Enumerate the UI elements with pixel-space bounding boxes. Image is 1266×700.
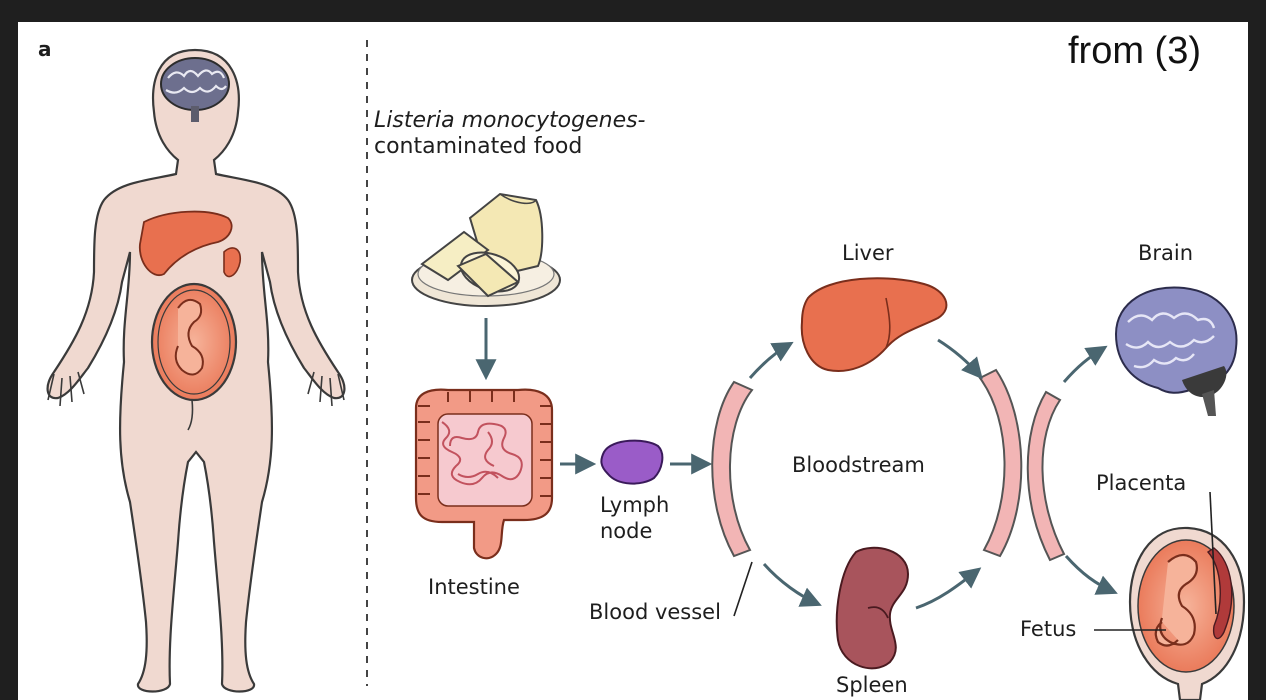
blood-vessel-label: Blood vessel — [589, 599, 721, 625]
lymph-node-label-line1: Lymph — [600, 492, 669, 518]
panel-label: a — [38, 37, 52, 62]
arrow-liver-to-right — [938, 340, 980, 376]
lymph-node-label-line2: node — [600, 518, 669, 544]
bloodstream-label: Bloodstream — [792, 452, 925, 478]
spleen-label: Spleen — [836, 672, 908, 698]
source-note: from (3) — [1068, 28, 1201, 76]
brain-icon — [1116, 287, 1236, 416]
brain-label: Brain — [1138, 240, 1193, 266]
arrow-spleen-to-right — [916, 570, 978, 608]
arrow-to-liver — [750, 344, 790, 378]
arrow-to-spleen — [764, 564, 818, 604]
human-body-figure — [48, 50, 345, 692]
lymph-node-icon — [601, 441, 662, 484]
fetus-label: Fetus — [1020, 616, 1076, 642]
fetus-womb-icon — [1130, 528, 1244, 700]
arrow-to-fetus — [1066, 556, 1114, 592]
food-label-line1: Listeria monocytogenes- — [374, 108, 646, 134]
figure-canvas: a from (3) Listeria monocytogenes- conta… — [18, 22, 1248, 700]
blood-vessel-leader-line — [734, 562, 752, 616]
intestine-icon — [416, 390, 552, 559]
liver-icon — [802, 278, 947, 371]
placenta-label: Placenta — [1096, 470, 1186, 496]
intestine-label: Intestine — [428, 574, 520, 600]
blood-vessel-left — [712, 382, 752, 556]
food-label-line2: contaminated food — [374, 134, 646, 160]
food-label: Listeria monocytogenes- contaminated foo… — [374, 108, 646, 161]
arrow-to-brain — [1064, 348, 1104, 382]
cheese-food-icon — [412, 194, 560, 306]
blood-vessel-right — [980, 370, 1021, 556]
blood-vessel-far — [1028, 392, 1064, 560]
liver-label: Liver — [842, 240, 894, 266]
lymph-node-label: Lymph node — [600, 492, 669, 545]
